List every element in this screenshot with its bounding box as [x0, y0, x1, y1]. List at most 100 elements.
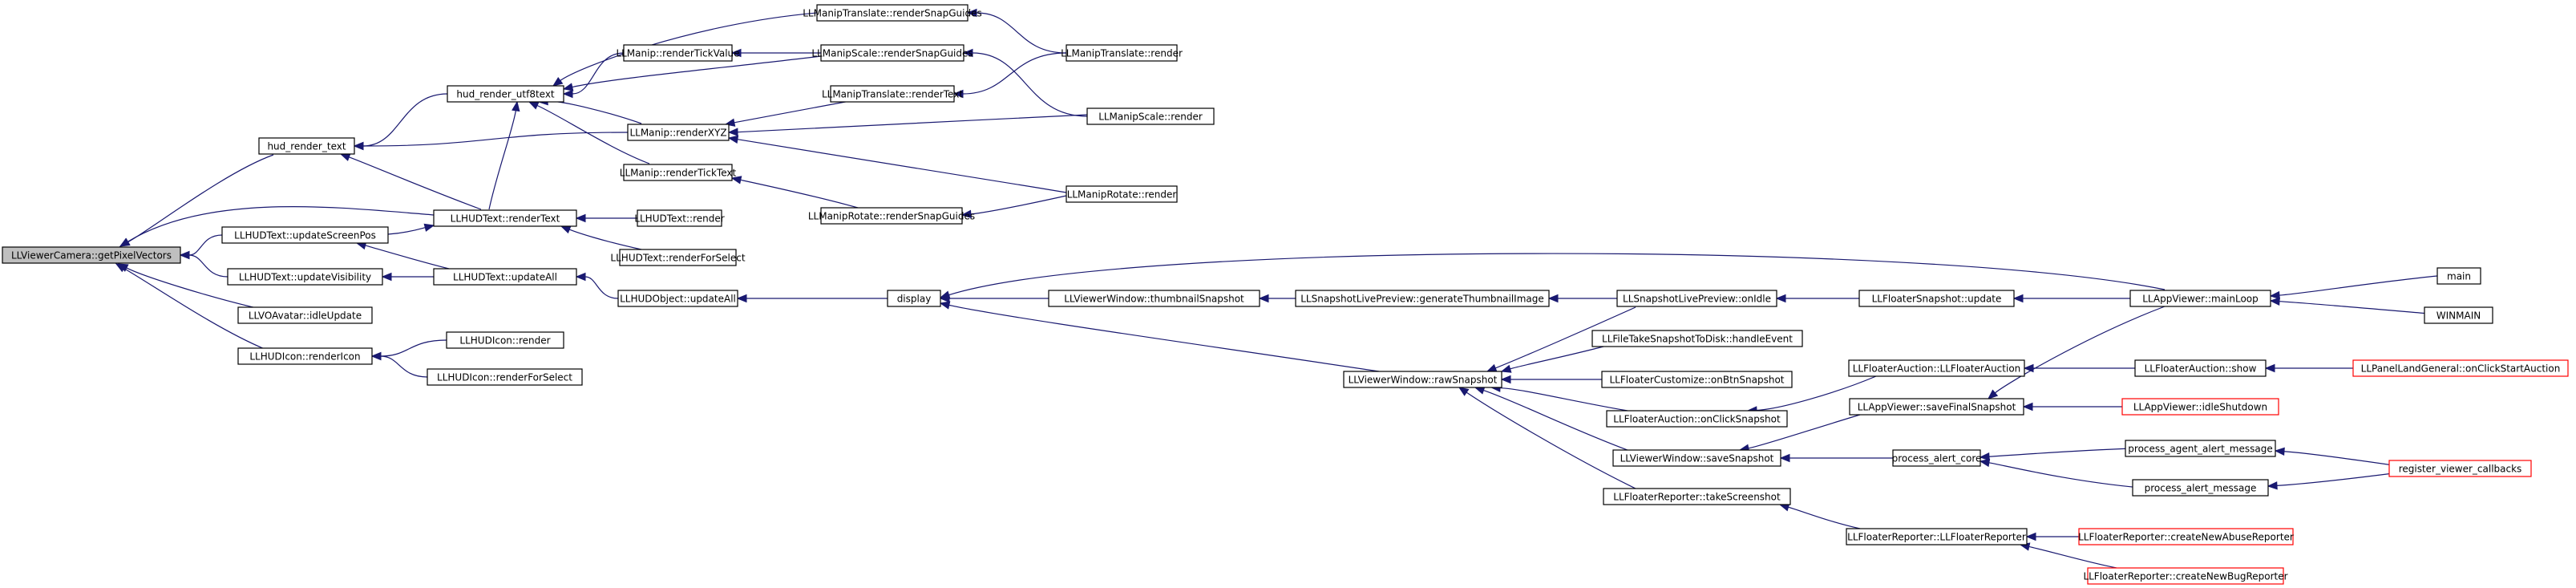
graph-node[interactable]: LLAppViewer::mainLoop [2129, 290, 2271, 307]
graph-node[interactable]: LLFloaterAuction::show [2134, 359, 2267, 377]
call-edge [1500, 346, 1604, 373]
call-edge [355, 241, 450, 270]
node-box [2424, 306, 2493, 324]
graph-node[interactable]: hud_render_utf8text [447, 85, 564, 103]
graph-node[interactable]: LLSnapshotLivePreview::onIdle [1616, 290, 1777, 307]
graph-node[interactable]: LLFloaterReporter::createNewBugReporter [2083, 567, 2288, 585]
graph-node[interactable]: LLManipTranslate::renderSnapGuides [803, 4, 982, 22]
graph-node[interactable]: LLHUDObject::updateAll [617, 290, 738, 307]
graph-node[interactable]: LLViewerCamera::getPixelVectors [2, 246, 181, 264]
graph-node[interactable]: hud_render_text [258, 137, 355, 155]
arrowhead [966, 8, 977, 18]
edge-line [740, 179, 859, 209]
node-box [258, 137, 355, 155]
graph-node[interactable]: LLFloaterReporter::takeScreenshot [1603, 488, 1791, 505]
node-label: LLFloaterAuction::show [2145, 363, 2257, 375]
graph-node[interactable]: LLHUDText::updateScreenPos [221, 226, 389, 244]
call-edge [381, 272, 435, 282]
graph-node[interactable]: LLPanelLandGeneral::onClickStartAuction [2352, 359, 2569, 377]
graph-node[interactable]: LLFloaterReporter::createNewAbuseReporte… [2078, 528, 2294, 545]
graph-node[interactable]: LLManipScale::render [1086, 107, 1215, 125]
edge-line [1994, 306, 2166, 394]
arrowhead [1500, 375, 1511, 384]
graph-node[interactable]: LLManipRotate::render [1066, 185, 1178, 203]
node-label: LLManipScale::renderSnapGuides [811, 48, 973, 59]
arrowhead [1547, 294, 1559, 303]
graph-node[interactable]: LLViewerWindow::saveSnapshot [1612, 449, 1781, 467]
node-label: LLHUDText::updateScreenPos [234, 230, 376, 241]
node-box [619, 249, 737, 266]
call-edge [939, 294, 1049, 303]
node-box [1606, 410, 1788, 428]
arrowhead [1458, 387, 1470, 396]
call-edge [1547, 294, 1617, 303]
node-box [427, 368, 583, 386]
arrowhead [736, 294, 747, 303]
graph-node[interactable]: LLViewerWindow::rawSnapshot [1343, 371, 1502, 388]
node-box [1591, 330, 1803, 347]
graph-node[interactable]: LLFloaterCustomize::onBtnSnapshot [1601, 371, 1793, 388]
edge-line [1756, 375, 1877, 412]
graph-node[interactable]: LLManipTranslate::renderText [822, 85, 963, 103]
graph-node[interactable]: LLFloaterSnapshot::update [1858, 290, 2015, 307]
node-box [2134, 359, 2267, 377]
arrowhead [2012, 294, 2024, 303]
node-box [1601, 371, 1793, 388]
graph-node[interactable]: LLAppViewer::saveFinalSnapshot [1849, 398, 2024, 416]
call-edge [1474, 386, 1628, 451]
graph-node[interactable]: LLHUDText::renderText [433, 209, 577, 227]
graph-node[interactable]: process_alert_message [2132, 479, 2269, 497]
graph-node[interactable]: process_alert_core [1892, 449, 1982, 467]
node-box [1066, 185, 1178, 203]
node-label: LLFloaterSnapshot::update [1872, 294, 2002, 305]
call-edge [370, 351, 428, 378]
call-edge [1979, 458, 2141, 489]
edge-line [362, 132, 629, 147]
call-edge [939, 301, 1380, 372]
edge-line [734, 100, 851, 124]
graph-node[interactable]: LLManip::renderXYZ [627, 124, 730, 141]
graph-node[interactable]: LLAppViewer::idleShutdown [2121, 398, 2279, 416]
edge-line [1788, 506, 1861, 529]
call-edge [1458, 387, 1636, 489]
graph-node[interactable]: LLHUDIcon::render [446, 331, 564, 349]
graph-node[interactable]: LLManipTranslate::render [1061, 44, 1183, 62]
edge-line [1988, 448, 2133, 457]
graph-node[interactable]: LLManipScale::renderSnapGuides [811, 44, 973, 62]
graph-node[interactable]: WINMAIN [2424, 306, 2493, 324]
graph-node[interactable]: LLHUDText::updateVisibility [227, 268, 383, 286]
node-label: LLSnapshotLivePreview::onIdle [1623, 294, 1771, 305]
call-edge [966, 8, 1067, 54]
graph-node[interactable]: LLHUDText::render [634, 209, 725, 227]
graph-node[interactable]: LLFloaterReporter::LLFloaterReporter [1846, 528, 2028, 545]
graph-node[interactable]: LLHUDIcon::renderForSelect [427, 368, 583, 386]
edge-line [1510, 346, 1604, 370]
graph-node[interactable]: LLHUDText::renderForSelect [610, 249, 746, 266]
graph-node[interactable]: LLSnapshotLivePreview::generateThumbnail… [1295, 290, 1550, 307]
arrowhead [339, 153, 351, 161]
node-box [433, 268, 577, 286]
graph-node[interactable]: LLVOAvatar::idleUpdate [237, 306, 373, 324]
call-edge [727, 135, 1067, 193]
graph-node[interactable]: process_agent_alert_message [2125, 440, 2276, 457]
node-label: LLHUDIcon::renderForSelect [437, 372, 572, 383]
edge-line [349, 156, 482, 210]
graph-node[interactable]: display [887, 290, 941, 307]
graph-node[interactable]: LLManip::renderTickText [620, 164, 737, 181]
node-label: LLHUDText::renderForSelect [610, 253, 745, 264]
node-box [1048, 290, 1260, 307]
arrowhead [562, 83, 574, 91]
graph-node[interactable]: LLHUDText::updateAll [433, 268, 577, 286]
graph-node[interactable]: LLManip::renderTickValue [616, 44, 740, 62]
edge-line [572, 55, 822, 88]
graph-node[interactable]: main [2436, 267, 2481, 285]
graph-node[interactable]: LLHUDIcon::renderIcon [237, 347, 373, 365]
graph-node[interactable]: LLFileTakeSnapshotToDisk::handleEvent [1591, 330, 1803, 347]
graph-node[interactable]: LLManipRotate::renderSnapGuides [808, 207, 975, 225]
graph-node[interactable]: LLViewerWindow::thumbnailSnapshot [1048, 290, 1260, 307]
node-box [2132, 479, 2269, 497]
graph-node[interactable]: LLFloaterAuction::onClickSnapshot [1606, 410, 1788, 428]
graph-node[interactable]: LLFloaterAuction::LLFloaterAuction [1848, 359, 2025, 377]
graph-node[interactable]: register_viewer_callbacks [2388, 460, 2532, 477]
